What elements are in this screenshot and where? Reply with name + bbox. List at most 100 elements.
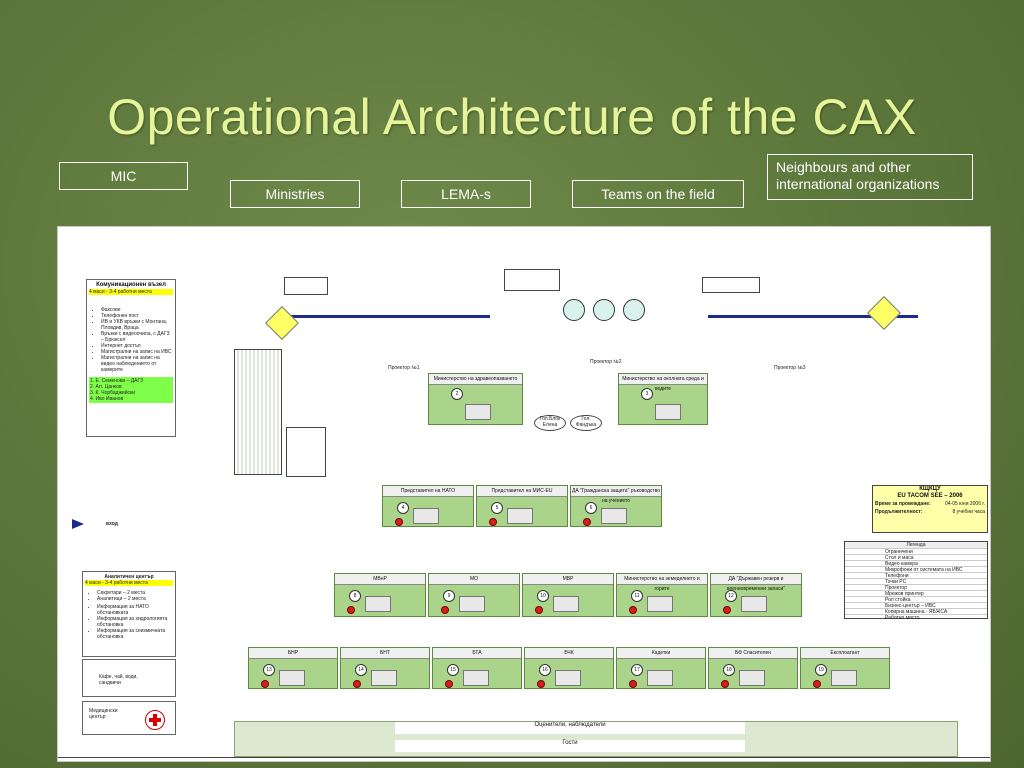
- projector-2-label: Проектор №2: [590, 359, 622, 365]
- desk: [831, 670, 857, 686]
- neighbours-box: Neighbours and other international organ…: [767, 154, 973, 200]
- desk-number: 10: [537, 590, 549, 602]
- bulletin-title: КЩКЦУ: [919, 486, 941, 492]
- analytic-center-title: Аналитичен център: [104, 574, 154, 580]
- desk: [459, 596, 485, 612]
- legend-title: Легенда: [845, 542, 987, 548]
- analytic-item: Аналитици – 2 места: [97, 596, 173, 602]
- teams-box: Teams on the field: [572, 180, 744, 208]
- comm-node-item: Факсове: [101, 307, 173, 313]
- bulletin-row: Време за провеждане:04-05 юни 2006 г.: [873, 500, 987, 508]
- plan-footer: [58, 757, 990, 763]
- antenna-icon-3: [623, 299, 645, 321]
- bulletin-rows: Време за провеждане:04-05 юни 2006 г.Про…: [873, 500, 987, 516]
- bulletin-key: Време за провеждане:: [875, 501, 931, 507]
- desk-number: 13: [263, 664, 275, 676]
- legend-item: Бизнес-център – ИВС: [845, 602, 987, 609]
- staff-item: 3. К. Чорбаджийски: [90, 390, 136, 396]
- legend-item: Ограничени: [845, 548, 987, 555]
- room-title: БНТ: [341, 648, 429, 659]
- room-title: Експлоатант: [801, 648, 889, 659]
- phone-icon: [347, 606, 355, 614]
- desk-number: 5: [491, 502, 503, 514]
- legend-item: Рол стойка: [845, 596, 987, 603]
- desk-number: 4: [397, 502, 409, 514]
- desk-number: 6: [585, 502, 597, 514]
- desk-number: 11: [631, 590, 643, 602]
- lema-box: LEMA-s: [401, 180, 531, 208]
- projector-3-label: Проектор №3: [774, 365, 806, 371]
- ministry-room-environment-title: Министерство на околната среда и водите: [619, 374, 707, 392]
- mic-label: MIC: [110, 168, 137, 184]
- satellite-icon-right: [867, 296, 901, 330]
- ministries-box: Ministries: [230, 180, 360, 208]
- room-title: Представител на МИС-EU: [477, 486, 567, 497]
- desk-number: 8: [349, 590, 361, 602]
- desk-number: 15: [447, 664, 459, 676]
- desk: [601, 508, 627, 524]
- phone-icon: [441, 606, 449, 614]
- legend-item: Точки PC: [845, 578, 987, 585]
- ministries-label: Ministries: [265, 186, 325, 202]
- desk: [465, 404, 491, 420]
- analytic-center-panel: Аналитичен център 4 маси - 3-4 работни м…: [82, 571, 176, 657]
- desk: [413, 508, 439, 524]
- neighbours-label: Neighbours and other international organ…: [776, 159, 940, 192]
- ministry-room-health: Министерство на здравеопазването 2: [428, 373, 523, 425]
- comm-node-item: Магистрални на запис на ИВС: [101, 349, 173, 355]
- desk: [553, 596, 579, 612]
- room: ДА "Държавен резерв и военновременни зап…: [710, 573, 802, 617]
- mic-box: MIC: [59, 162, 188, 190]
- analytic-list-2: Информация за НАТО обстановкатаИнформаци…: [91, 604, 173, 640]
- staff-item: 1. Е. Семенова – ДАГЗ: [90, 378, 144, 384]
- speaker-2: Гол. Фандъка: [570, 415, 602, 431]
- phone-icon: [535, 606, 543, 614]
- entrance-label: вход: [106, 521, 118, 527]
- analytic-item: Информация за сеизмичната обстановка: [97, 628, 173, 640]
- room-title: ДА "Държавен резерв и военновременни зап…: [711, 574, 801, 592]
- staff-item: 4. Иво Иванов: [90, 396, 124, 402]
- room-title: МВР: [523, 574, 613, 585]
- desk-number: 3: [641, 388, 653, 400]
- phone-icon: [629, 606, 637, 614]
- desk: [279, 670, 305, 686]
- room: Представител на МИС-EU 5: [476, 485, 568, 527]
- analytic-list: Секретари – 2 местаАналитици – 2 места: [91, 590, 173, 602]
- analytic-item: Информация за хидрологията обстановка: [97, 616, 173, 628]
- comm-node-subtitle: 4 маси - 3-4 работни места: [89, 289, 173, 295]
- phone-icon: [395, 518, 403, 526]
- legend-item: Копирна машина - ЯБЖСА: [845, 608, 987, 615]
- desk: [507, 508, 533, 524]
- legend-item: Работно място: [845, 614, 987, 621]
- comm-node-item: Връзки с видеоочила, с ДАГЗ – Брюксел: [101, 331, 173, 343]
- note-box-1: [284, 277, 328, 295]
- bulletin-subtitle: EU TACOM SEE – 2006: [897, 493, 963, 499]
- room-title: ДА "Гражданска защита" ръководство на уч…: [571, 486, 661, 504]
- analytic-item: Информация за НАТО обстановката: [97, 604, 173, 616]
- phone-icon: [489, 518, 497, 526]
- room-title: Представител на НАТО: [383, 486, 473, 497]
- desk-number: 12: [725, 590, 737, 602]
- evaluators-block: Оценители, наблюдатели Гости: [234, 721, 958, 757]
- bulletin-row: Продължителност:8 учебни часа: [873, 508, 987, 516]
- ministry-room-environment: Министерство на околната среда и водите …: [618, 373, 708, 425]
- guests-label: Гости: [395, 740, 745, 752]
- room: МВР 10: [522, 573, 614, 617]
- network-line-right: [708, 315, 918, 318]
- desk-number: 9: [443, 590, 455, 602]
- staff-item: 2. Ал. Цанков: [90, 384, 122, 390]
- ministry-room-health-title: Министерство на здравеопазването: [429, 374, 522, 385]
- legend-item: Стол и маса: [845, 554, 987, 561]
- comm-node-item: Телефонен пост: [101, 313, 173, 319]
- phone-icon: [721, 680, 729, 688]
